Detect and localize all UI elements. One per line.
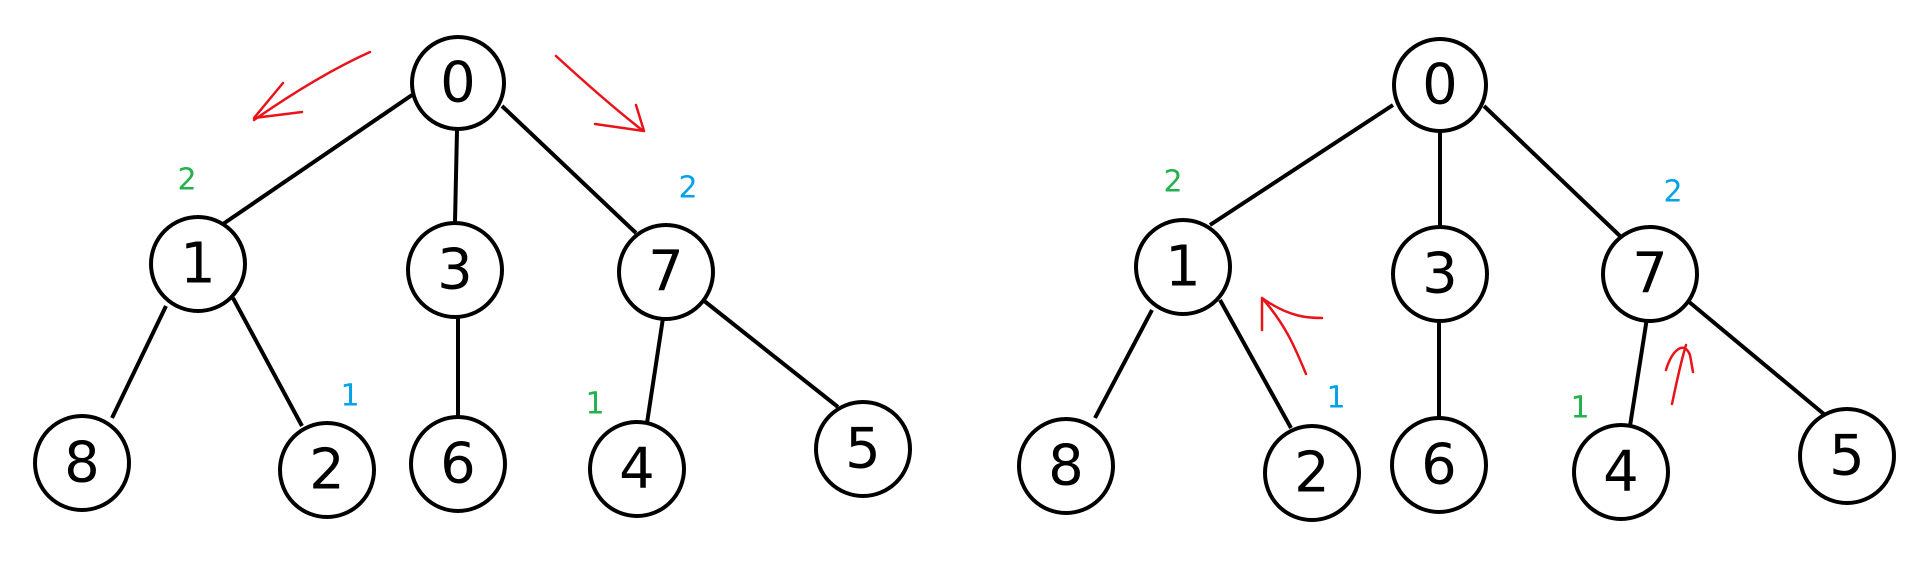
red-arrow-to-node-7 <box>554 54 646 133</box>
red-arrow-4-to-7 <box>1664 343 1695 406</box>
node-label: 0 <box>1422 53 1458 118</box>
edge-7-5 <box>701 298 840 409</box>
edge-0-7 <box>500 104 638 235</box>
tree-node-3: 3 <box>1391 225 1489 323</box>
right-tree-arrows <box>1260 296 1695 406</box>
annotation-node-7: 2 <box>678 171 697 206</box>
node-label: 2 <box>309 438 345 503</box>
annotation-node-1: 2 <box>177 163 196 198</box>
annotation-node-2: 1 <box>340 379 359 414</box>
tree-node-7: 7 <box>617 223 715 321</box>
tree-node-8: 8 <box>33 414 131 512</box>
tree-node-3: 3 <box>406 221 504 319</box>
left-tree-annotations: 2 2 1 1 <box>177 163 697 422</box>
tree-node-5: 5 <box>1798 407 1896 505</box>
edge-0-1 <box>221 93 414 226</box>
tree-node-2: 2 <box>278 421 376 519</box>
tree-node-6: 6 <box>1390 416 1488 514</box>
right-tree-edges <box>1093 103 1827 429</box>
edge-1-8 <box>1093 309 1154 419</box>
node-label: 5 <box>1829 424 1865 489</box>
annotation-node-1: 2 <box>1163 165 1182 200</box>
red-arrow-2-to-1 <box>1260 296 1324 376</box>
tree-node-0: 0 <box>1392 37 1488 133</box>
node-label: 3 <box>1422 242 1458 307</box>
left-tree: 0 1 3 7 8 2 6 4 <box>33 35 912 519</box>
node-label: 0 <box>440 51 476 116</box>
node-label: 4 <box>1603 440 1639 505</box>
right-tree-annotations: 2 2 1 1 <box>1163 165 1682 426</box>
tree-node-5: 5 <box>814 400 912 498</box>
tree-node-1: 1 <box>1134 218 1232 316</box>
tree-node-7: 7 <box>1601 225 1699 323</box>
node-label: 8 <box>1048 434 1084 499</box>
node-label: 1 <box>1165 235 1201 300</box>
annotation-node-4: 1 <box>1570 391 1589 426</box>
edge-0-7 <box>1482 104 1622 238</box>
node-label: 5 <box>845 417 881 482</box>
tree-node-1: 1 <box>149 215 247 313</box>
node-label: 2 <box>1294 441 1330 506</box>
node-label: 6 <box>1421 433 1457 498</box>
right-tree: 0 1 3 7 8 2 6 4 <box>1017 37 1896 522</box>
tree-node-4: 4 <box>1572 423 1670 521</box>
tree-node-0: 0 <box>410 35 506 131</box>
tree-node-4: 4 <box>588 420 686 518</box>
edge-0-1 <box>1208 103 1395 227</box>
edge-1-8 <box>110 305 168 419</box>
edge-1-2 <box>1218 299 1293 429</box>
left-tree-arrows <box>252 50 646 133</box>
node-label: 1 <box>180 232 216 297</box>
edge-1-2 <box>231 297 304 427</box>
edge-7-4 <box>645 317 665 424</box>
node-label: 4 <box>619 437 655 502</box>
edge-7-5 <box>1686 299 1827 417</box>
node-label: 7 <box>1632 242 1668 307</box>
left-tree-edges <box>110 93 840 427</box>
annotation-node-4: 1 <box>585 387 604 422</box>
annotation-node-2: 1 <box>1326 381 1345 416</box>
annotation-node-7: 2 <box>1663 175 1682 210</box>
node-label: 3 <box>437 238 473 303</box>
tree-node-8: 8 <box>1017 417 1115 515</box>
node-label: 6 <box>440 432 476 497</box>
red-arrow-to-node-1 <box>252 50 372 122</box>
edge-7-4 <box>1628 317 1649 427</box>
tree-node-6: 6 <box>409 415 507 513</box>
edge-0-3 <box>453 129 459 223</box>
tree-node-2: 2 <box>1263 424 1361 522</box>
node-label: 8 <box>64 431 100 496</box>
node-label: 7 <box>648 240 684 305</box>
